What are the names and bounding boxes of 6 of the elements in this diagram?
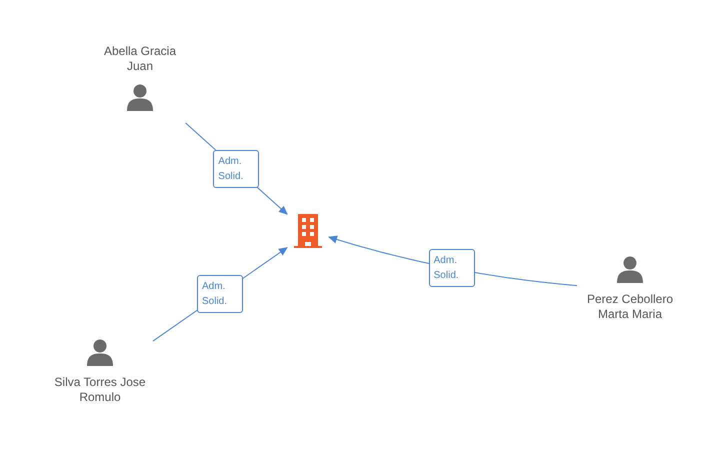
edge-label: Adm. Solid. <box>197 275 243 314</box>
edge-label: Adm. Solid. <box>428 249 475 288</box>
edge-label: Adm. Solid. <box>213 150 260 188</box>
person-name: Abella Gracia Juan <box>102 44 178 74</box>
person-name: Silva Torres Jose Romulo <box>53 375 147 405</box>
person-name: Perez Cebollero Marta Maria <box>586 292 674 322</box>
